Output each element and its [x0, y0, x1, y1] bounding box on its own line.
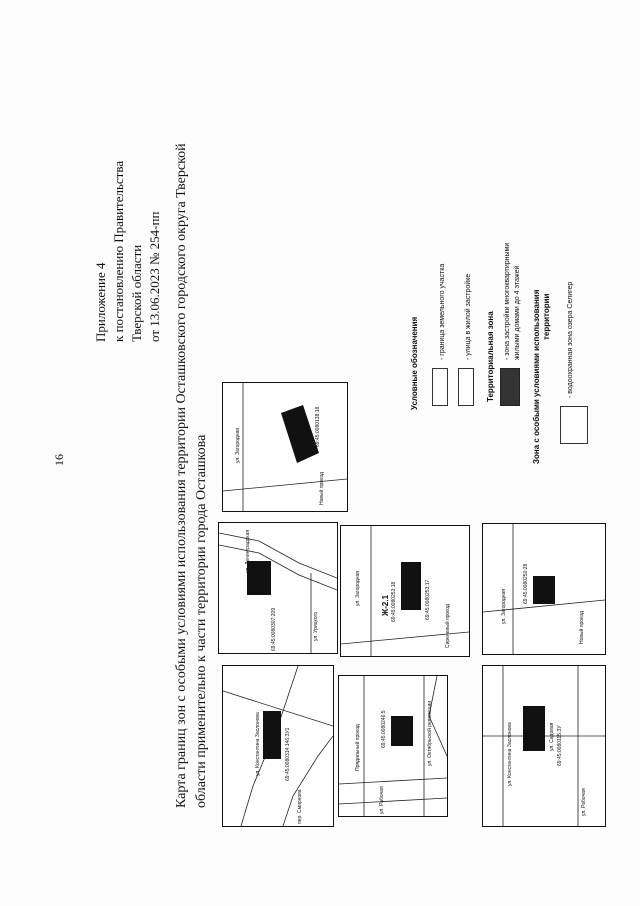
- legend-special-zone-title-line-2: территории: [542, 293, 551, 340]
- appendix-line-1: Приложение 4: [93, 262, 108, 342]
- appendix-header: Приложение 4 к постановлению Правительст…: [92, 161, 164, 342]
- road-label: ул. Загородная: [355, 571, 361, 606]
- road-line: [219, 532, 337, 579]
- land-parcel: [401, 562, 421, 610]
- road-label: Новый проезд: [579, 611, 585, 644]
- legend-title: Условные обозначения: [410, 316, 419, 410]
- zone-code: Ж-2.1: [381, 594, 390, 616]
- cadastral-number: 69:45:0080253:18: [391, 581, 397, 622]
- map-panel-5-graphic: [341, 526, 469, 656]
- road-line: [282, 735, 333, 826]
- page-number: 16: [52, 454, 66, 466]
- land-parcel: [247, 561, 271, 595]
- road-line: [339, 777, 447, 785]
- road-label: ул. Рабочая: [581, 788, 587, 816]
- map-panel-6: ул. Загородная Новый проезд 69:45:008025…: [482, 523, 606, 655]
- cadastral-number: 69:45:0080253:17: [425, 579, 431, 620]
- legend-item-apartment-zone-line-1: - зона застройки многоквартирными: [504, 242, 511, 360]
- map-panel-6-graphic: [483, 524, 605, 654]
- road-label: ул. Рабочая: [379, 786, 385, 814]
- legend-swatch-parcel-boundary: [432, 368, 448, 406]
- road-line: [223, 690, 333, 727]
- legend-item-parcel-boundary: - граница земельного участка: [439, 263, 446, 360]
- map-panel-3: ул. Константина Заслонова ул. Садовая ул…: [482, 665, 606, 827]
- map-panel-7-graphic: [223, 383, 347, 511]
- road-label: ул. Садовая: [549, 722, 555, 751]
- road-label: ул. Константина Заслонова: [507, 722, 513, 786]
- legend-swatch-water-protection: [560, 406, 588, 444]
- legend-item-water-protection: - водоохранная зона озера Селигер: [567, 281, 574, 398]
- map-panel-1: ул. Константина Заслонова пер. Смирнова …: [222, 665, 334, 827]
- land-parcel: [391, 716, 413, 746]
- land-parcel: [523, 706, 545, 751]
- cadastral-number: 69:45:0080138:18: [315, 406, 321, 447]
- cadastral-number: 69:45:0080250:28: [523, 563, 529, 604]
- road-line: [428, 676, 447, 757]
- appendix-line-3: Тверской области: [129, 244, 144, 342]
- legend-swatch-residential-street: [458, 368, 474, 406]
- road-line: [341, 631, 469, 645]
- appendix-line-2: к постановлению Правительства: [111, 160, 126, 342]
- map-panel-2: Прядильный проезд ул. Рабочая ул. Октябр…: [338, 675, 448, 817]
- map-panel-4-graphic: [219, 532, 337, 653]
- road-label: ул. Октябрьской революции: [427, 700, 433, 766]
- map-panel-3-graphic: [483, 666, 605, 826]
- map-panel-4: ул. Ленинградская ул. Урицкого 69:45:008…: [218, 522, 338, 654]
- appendix-line-4: от 13.06.2023 № 254-пп: [147, 211, 162, 342]
- road-label: ул. Урицкого: [313, 612, 319, 641]
- cadastral-number: 69:45:0080314:146:ЗУ1: [285, 727, 291, 781]
- land-parcel: [281, 405, 319, 463]
- road-label: ул. Ленинградская: [245, 529, 251, 573]
- land-parcel: [533, 576, 555, 604]
- legend-zone-title: Территориальная зона: [486, 311, 495, 402]
- road-line: [223, 478, 347, 492]
- legend-swatch-apartment-zone: [500, 368, 520, 406]
- map-panel-5: ул. Загородная Сиреневый проезд Ж-2.1 69…: [340, 525, 470, 657]
- map-title-line-2: области применительно к части территории…: [194, 434, 209, 808]
- road-label: ул. Загородная: [501, 589, 507, 624]
- cadastral-number: 69:45:0080307:209: [271, 607, 277, 651]
- map-panel-2-graphic: [339, 676, 447, 816]
- legend-special-zone-title-line-1: Зона с особыми условиями использования: [532, 289, 541, 464]
- road-label: Новый проезд: [319, 472, 325, 505]
- cadastral-number: 69:45:0080246:5: [381, 710, 387, 748]
- legend-item-residential-street: - улица в жилой застройке: [465, 273, 472, 360]
- map-panel-1-graphic: [223, 666, 333, 826]
- road-label: Сиреневый проезд: [445, 604, 451, 648]
- road-label: ул. Константина Заслонова: [255, 712, 261, 776]
- cadastral-number: 69:45:0080115:ЗУ: [557, 725, 563, 766]
- land-parcel: [263, 711, 281, 759]
- road-line: [219, 544, 337, 591]
- map-title: Карта границ зон с особыми условиями исп…: [172, 143, 212, 808]
- map-title-line-1: Карта границ зон с особыми условиями исп…: [174, 143, 189, 808]
- legend-item-apartment-zone-line-2: жилыми домами до 4 этажей: [514, 265, 521, 360]
- road-label: ул. Загородная: [235, 428, 241, 463]
- map-panel-7: ул. Загородная Новый проезд 69:45:008013…: [222, 382, 348, 512]
- road-label: пер. Смирнова: [297, 789, 303, 824]
- road-line: [483, 599, 605, 613]
- road-line: [339, 797, 447, 805]
- road-label: Прядильный проезд: [355, 724, 361, 771]
